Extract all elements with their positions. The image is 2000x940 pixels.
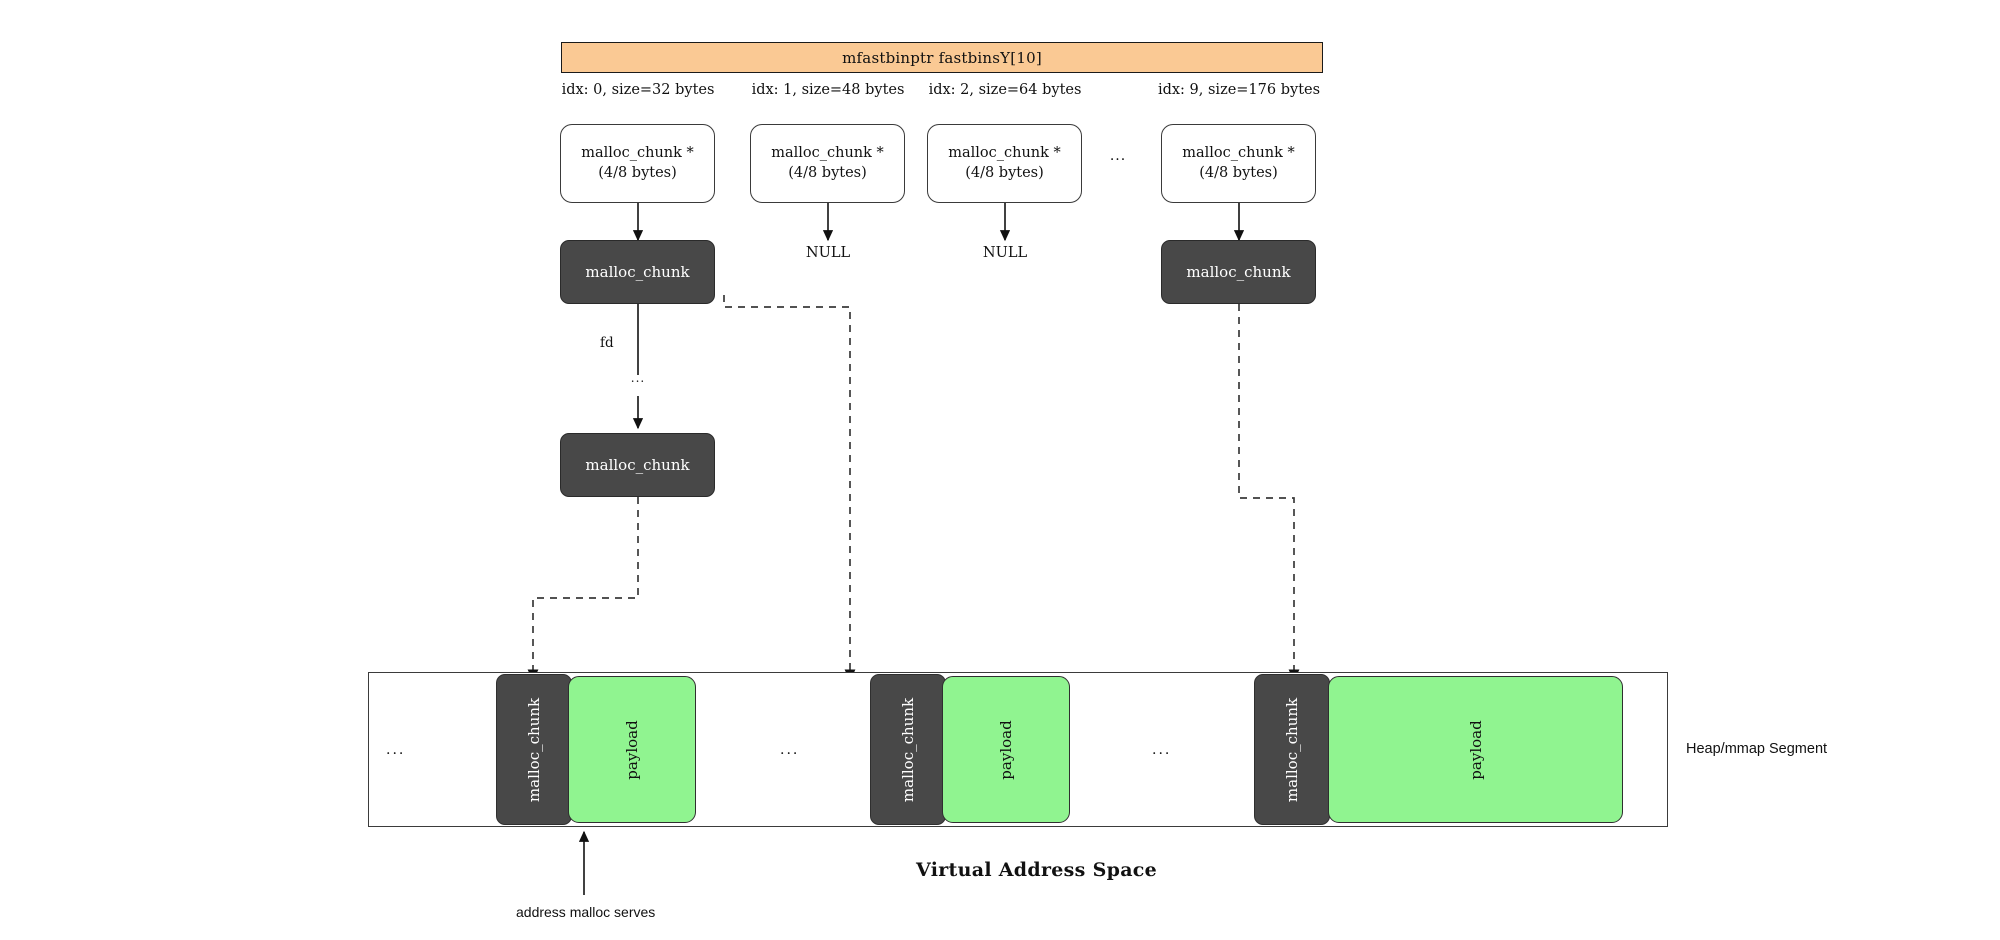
- wire-chunk1-to-heap: [527, 497, 639, 682]
- heap-malloc-chunk-3[interactable]: malloc_chunk: [1254, 674, 1330, 825]
- fastbin-pointer-box-0[interactable]: malloc_chunk * (4/8 bytes): [560, 124, 715, 203]
- wire-chunk0-to-heap: [723, 295, 856, 682]
- heap-chunk-label: malloc_chunk: [525, 697, 543, 802]
- wire-chunk9-to-heap: [1238, 304, 1300, 682]
- fastbin-pointer-size-9: (4/8 bytes): [1199, 164, 1278, 181]
- fd-chain-ellipsis: ...: [630, 371, 646, 385]
- heap-malloc-chunk-2[interactable]: malloc_chunk: [870, 674, 946, 825]
- bin-idx-label-9: idx: 9, size=176 bytes: [1157, 82, 1321, 98]
- heap-payload-3[interactable]: payload: [1328, 676, 1623, 823]
- fastbin-pointer-size-1: (4/8 bytes): [788, 164, 867, 181]
- fastbin-pointer-size-0: (4/8 bytes): [598, 164, 677, 181]
- heap-chunk-label: malloc_chunk: [899, 697, 917, 802]
- heap-segment-caption: Heap/mmap Segment: [1686, 741, 1828, 757]
- heap-payload-2[interactable]: payload: [942, 676, 1070, 823]
- fd-pointer-label: fd: [600, 335, 614, 351]
- heap-gap-ellipsis-1: ...: [386, 742, 406, 758]
- heap-malloc-chunk-1[interactable]: malloc_chunk: [496, 674, 572, 825]
- fastbin-null-label-2: NULL: [982, 245, 1028, 261]
- fastbin-pointer-size-2: (4/8 bytes): [965, 164, 1044, 181]
- bin-idx-label-2: idx: 2, size=64 bytes: [928, 82, 1082, 98]
- freelist-chunk-label: malloc_chunk: [585, 456, 690, 474]
- freelist-chunk-label: malloc_chunk: [585, 263, 690, 281]
- freelist-chunk-bin9-first[interactable]: malloc_chunk: [1161, 240, 1316, 304]
- address-malloc-serves-caption: address malloc serves: [516, 904, 656, 920]
- fastbin-pointer-box-9[interactable]: malloc_chunk * (4/8 bytes): [1161, 124, 1316, 203]
- heap-payload-label: payload: [1466, 719, 1485, 780]
- fastbins-header-bar: mfastbinptr fastbinsY[10]: [561, 42, 1323, 73]
- fastbin-pointer-type-1: malloc_chunk *: [771, 144, 884, 161]
- heap-chunk-label: malloc_chunk: [1283, 697, 1301, 802]
- heap-gap-ellipsis-3: ...: [1152, 742, 1172, 758]
- freelist-chunk-bin0-first[interactable]: malloc_chunk: [560, 240, 715, 304]
- heap-payload-label: payload: [997, 719, 1015, 780]
- bin-idx-label-0: idx: 0, size=32 bytes: [561, 82, 715, 98]
- freelist-chunk-bin0-second[interactable]: malloc_chunk: [560, 433, 715, 497]
- fastbins-header-label: mfastbinptr fastbinsY[10]: [842, 48, 1042, 67]
- virtual-address-space-title: Virtual Address Space: [916, 859, 1158, 881]
- heap-payload-1[interactable]: payload: [568, 676, 696, 823]
- fastbin-pointer-type-0: malloc_chunk *: [581, 144, 694, 161]
- bins-gap-ellipsis: ...: [1109, 148, 1127, 164]
- fastbin-null-label-1: NULL: [805, 245, 851, 261]
- heap-payload-label: payload: [623, 719, 641, 780]
- fastbin-pointer-type-2: malloc_chunk *: [948, 144, 1061, 161]
- bin-idx-label-1: idx: 1, size=48 bytes: [751, 82, 905, 98]
- freelist-chunk-label: malloc_chunk: [1186, 263, 1291, 281]
- fastbin-pointer-box-1[interactable]: malloc_chunk * (4/8 bytes): [750, 124, 905, 203]
- heap-gap-ellipsis-2: ...: [780, 742, 800, 758]
- fastbin-pointer-box-2[interactable]: malloc_chunk * (4/8 bytes): [927, 124, 1082, 203]
- fastbin-pointer-type-9: malloc_chunk *: [1182, 144, 1295, 161]
